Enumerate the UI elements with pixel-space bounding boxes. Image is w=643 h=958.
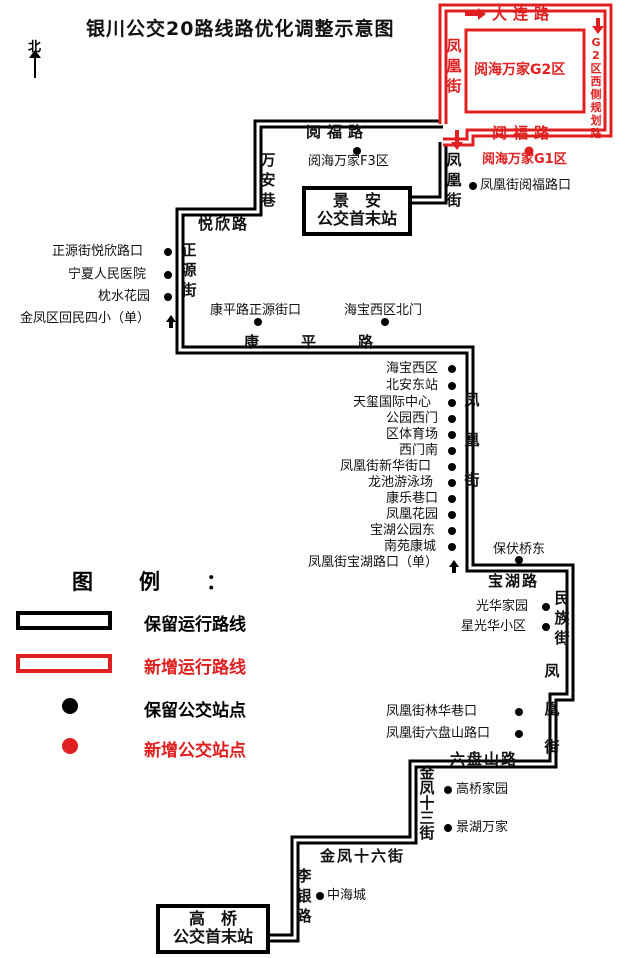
g2-area-box <box>464 28 586 114</box>
road-zhengyuan: 正源街 <box>181 241 197 299</box>
road-liupanshan: 六盘山路 <box>450 750 519 768</box>
road-jinfeng16: 金凤十六街 <box>320 847 406 865</box>
stop-label: 保伏桥东 <box>493 542 546 557</box>
stop-label: 景湖万家 <box>456 820 509 835</box>
terminal-name: 高 桥 <box>188 909 237 928</box>
legend-new-line <box>16 654 112 673</box>
road-jinfeng13: 金凤十三街 <box>419 764 435 842</box>
stop-label: 星光华小区 <box>461 619 527 634</box>
direction-arrow-icon <box>451 130 463 150</box>
gaoqiao-terminal-box <box>156 904 270 954</box>
stop-label: 凤凰街林华巷口 <box>386 704 478 719</box>
legend-kept-line <box>16 611 112 630</box>
road-dalian: 大连路 <box>492 5 556 23</box>
road-liyin: 李银路 <box>296 867 312 925</box>
legend-kept-stop: 保留公交站点 <box>144 701 246 721</box>
road-g2-west: G2区西侧规划路 <box>590 36 602 140</box>
map-title: 银川公交20路线路优化调整示意图 <box>86 18 395 40</box>
road-fenghuang-red: 凤凰街 <box>446 37 462 95</box>
stop-label: 区体育场 <box>386 427 439 442</box>
stop-label: 北安东站 <box>386 378 439 393</box>
oneway-arrow-icon <box>449 560 459 573</box>
stop-label: 康乐巷口 <box>386 491 439 506</box>
road-yuefu-red: 阅福路 <box>492 124 556 142</box>
stop-label: 龙池游泳场 <box>368 475 434 490</box>
road-yuefu: 阅福路 <box>306 123 370 141</box>
stop-label: 海宝西区 <box>386 361 439 376</box>
legend-kept-stop-dot <box>62 698 78 714</box>
stop-label: 凤凰街六盘山路口 <box>386 726 491 741</box>
stop-label: 正源街悦欣路口 <box>52 244 144 259</box>
jingan-terminal-box <box>302 186 412 236</box>
stop-label: 宝湖公园东 <box>370 523 436 538</box>
legend-title: 图例： <box>72 570 273 594</box>
stop-label: 中海城 <box>327 888 367 903</box>
terminal-name: 景 安 <box>332 191 381 210</box>
road-minzu: 民族街 <box>554 589 570 647</box>
road-fenghuang-upper: 凤凰街 <box>446 151 462 209</box>
stop-label: 公园西门 <box>386 411 439 426</box>
road-fenghuang-low: 凤凰街 <box>544 662 560 756</box>
stop-label: 西门南 <box>399 443 439 458</box>
north-label: 北 <box>28 40 42 55</box>
road-baohu: 宝湖路 <box>488 572 540 590</box>
road-kangping: 康平路 <box>244 333 416 351</box>
stop-label: 海宝西区北门 <box>344 303 423 318</box>
stop-label: 南苑康城 <box>384 539 437 554</box>
direction-arrow-icon <box>592 18 604 34</box>
direction-arrow-icon <box>465 8 486 20</box>
road-fenghuang-mid: 凤凰街 <box>464 391 480 489</box>
legend-new-stop: 新增公交站点 <box>144 741 246 761</box>
kept-route-jingan-spur <box>410 142 448 205</box>
new-stop-dot <box>524 146 534 156</box>
stop-label: 凤凰街宝湖路口（单） <box>308 555 439 570</box>
stop-label: 光华家园 <box>476 599 529 614</box>
stop-label: 金凤区回民四小（单） <box>20 311 151 326</box>
legend-kept-route: 保留运行路线 <box>144 615 246 635</box>
stop-new-g1: 阅海万家G1区 <box>482 152 567 167</box>
stop-label: 阅海万家F3区 <box>308 154 389 169</box>
legend-new-route: 新增运行路线 <box>144 658 246 678</box>
road-wanan: 万安巷 <box>260 151 276 209</box>
stop-label: 宁夏人民医院 <box>68 267 147 282</box>
terminal-gaoqiao: 高 桥 公交首末站 <box>158 910 268 946</box>
legend-new-stop-dot <box>62 738 78 754</box>
stop-label: 天玺国际中心 <box>353 395 432 410</box>
stop-label: 枕水花园 <box>98 289 151 304</box>
oneway-arrow-icon <box>166 315 176 328</box>
kept-stop-dots <box>164 147 550 900</box>
terminal-jingan: 景 安 公交首末站 <box>304 192 410 228</box>
stop-label: 康平路正源街口 <box>210 303 302 318</box>
stop-label: 高桥家园 <box>456 782 509 797</box>
stop-label: 凤凰街阅福路口 <box>480 178 572 193</box>
kept-route-line <box>160 119 575 943</box>
road-yuexin: 悦欣路 <box>198 215 250 233</box>
terminal-type: 公交首末站 <box>316 209 397 228</box>
stop-label: 凤凰街新华街口 <box>340 459 432 474</box>
terminal-type: 公交首末站 <box>172 927 253 946</box>
area-g2: 阅海万家G2区 <box>474 62 566 78</box>
stop-label: 凤凰花园 <box>386 507 439 522</box>
north-arrow-icon <box>29 50 41 78</box>
